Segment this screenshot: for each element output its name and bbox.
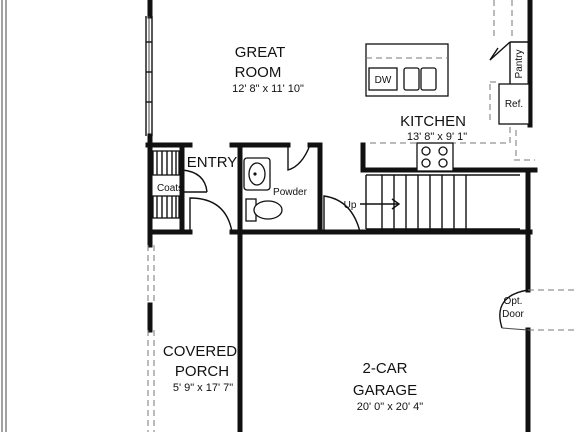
great-room-name: GREAT	[235, 44, 286, 61]
refrigerator-label: Ref.	[505, 99, 523, 110]
coat-shelving	[152, 150, 180, 219]
pantry-label: Pantry	[514, 50, 525, 79]
porch-name-line2: PORCH	[175, 363, 229, 380]
pantry	[489, 0, 533, 128]
opt-door-label-line2: Door	[502, 309, 524, 320]
garage-name: 2-CAR	[362, 360, 407, 377]
garage-name-line2: GARAGE	[353, 382, 417, 399]
kitchen-name: KITCHEN	[400, 113, 466, 130]
kitchen-island	[365, 43, 449, 97]
powder-fixtures	[243, 157, 283, 222]
great-room-dims: 12' 8" x 11' 10"	[232, 83, 304, 95]
dishwasher-label: DW	[375, 75, 392, 86]
entry-doors	[181, 144, 361, 233]
great-room-name-line2: ROOM	[235, 64, 282, 81]
opt-door-label: Opt.	[504, 296, 523, 307]
stair-up-label: Up	[344, 200, 357, 211]
garage-dims: 20' 0" x 20' 4"	[357, 401, 424, 413]
porch-dims: 5' 9" x 17' 7"	[173, 382, 233, 394]
kitchen-counter	[370, 0, 535, 172]
garage-walls	[237, 229, 576, 432]
kitchen-dims: 13' 8" x 9' 1"	[407, 131, 467, 143]
stair[interactable]	[360, 174, 520, 230]
powder-name: Powder	[273, 187, 308, 198]
great-room-west-wall	[145, 0, 153, 148]
labels: GREAT ROOM 12' 8" x 11' 10" KITCHEN 13' …	[157, 44, 525, 413]
porch-outline	[147, 245, 155, 432]
left-edge	[1, 0, 7, 432]
coats-name: Coats	[157, 183, 183, 194]
porch-name: COVERED	[163, 343, 237, 360]
entry-name: ENTRY	[187, 154, 238, 171]
entry-walls	[147, 142, 533, 248]
